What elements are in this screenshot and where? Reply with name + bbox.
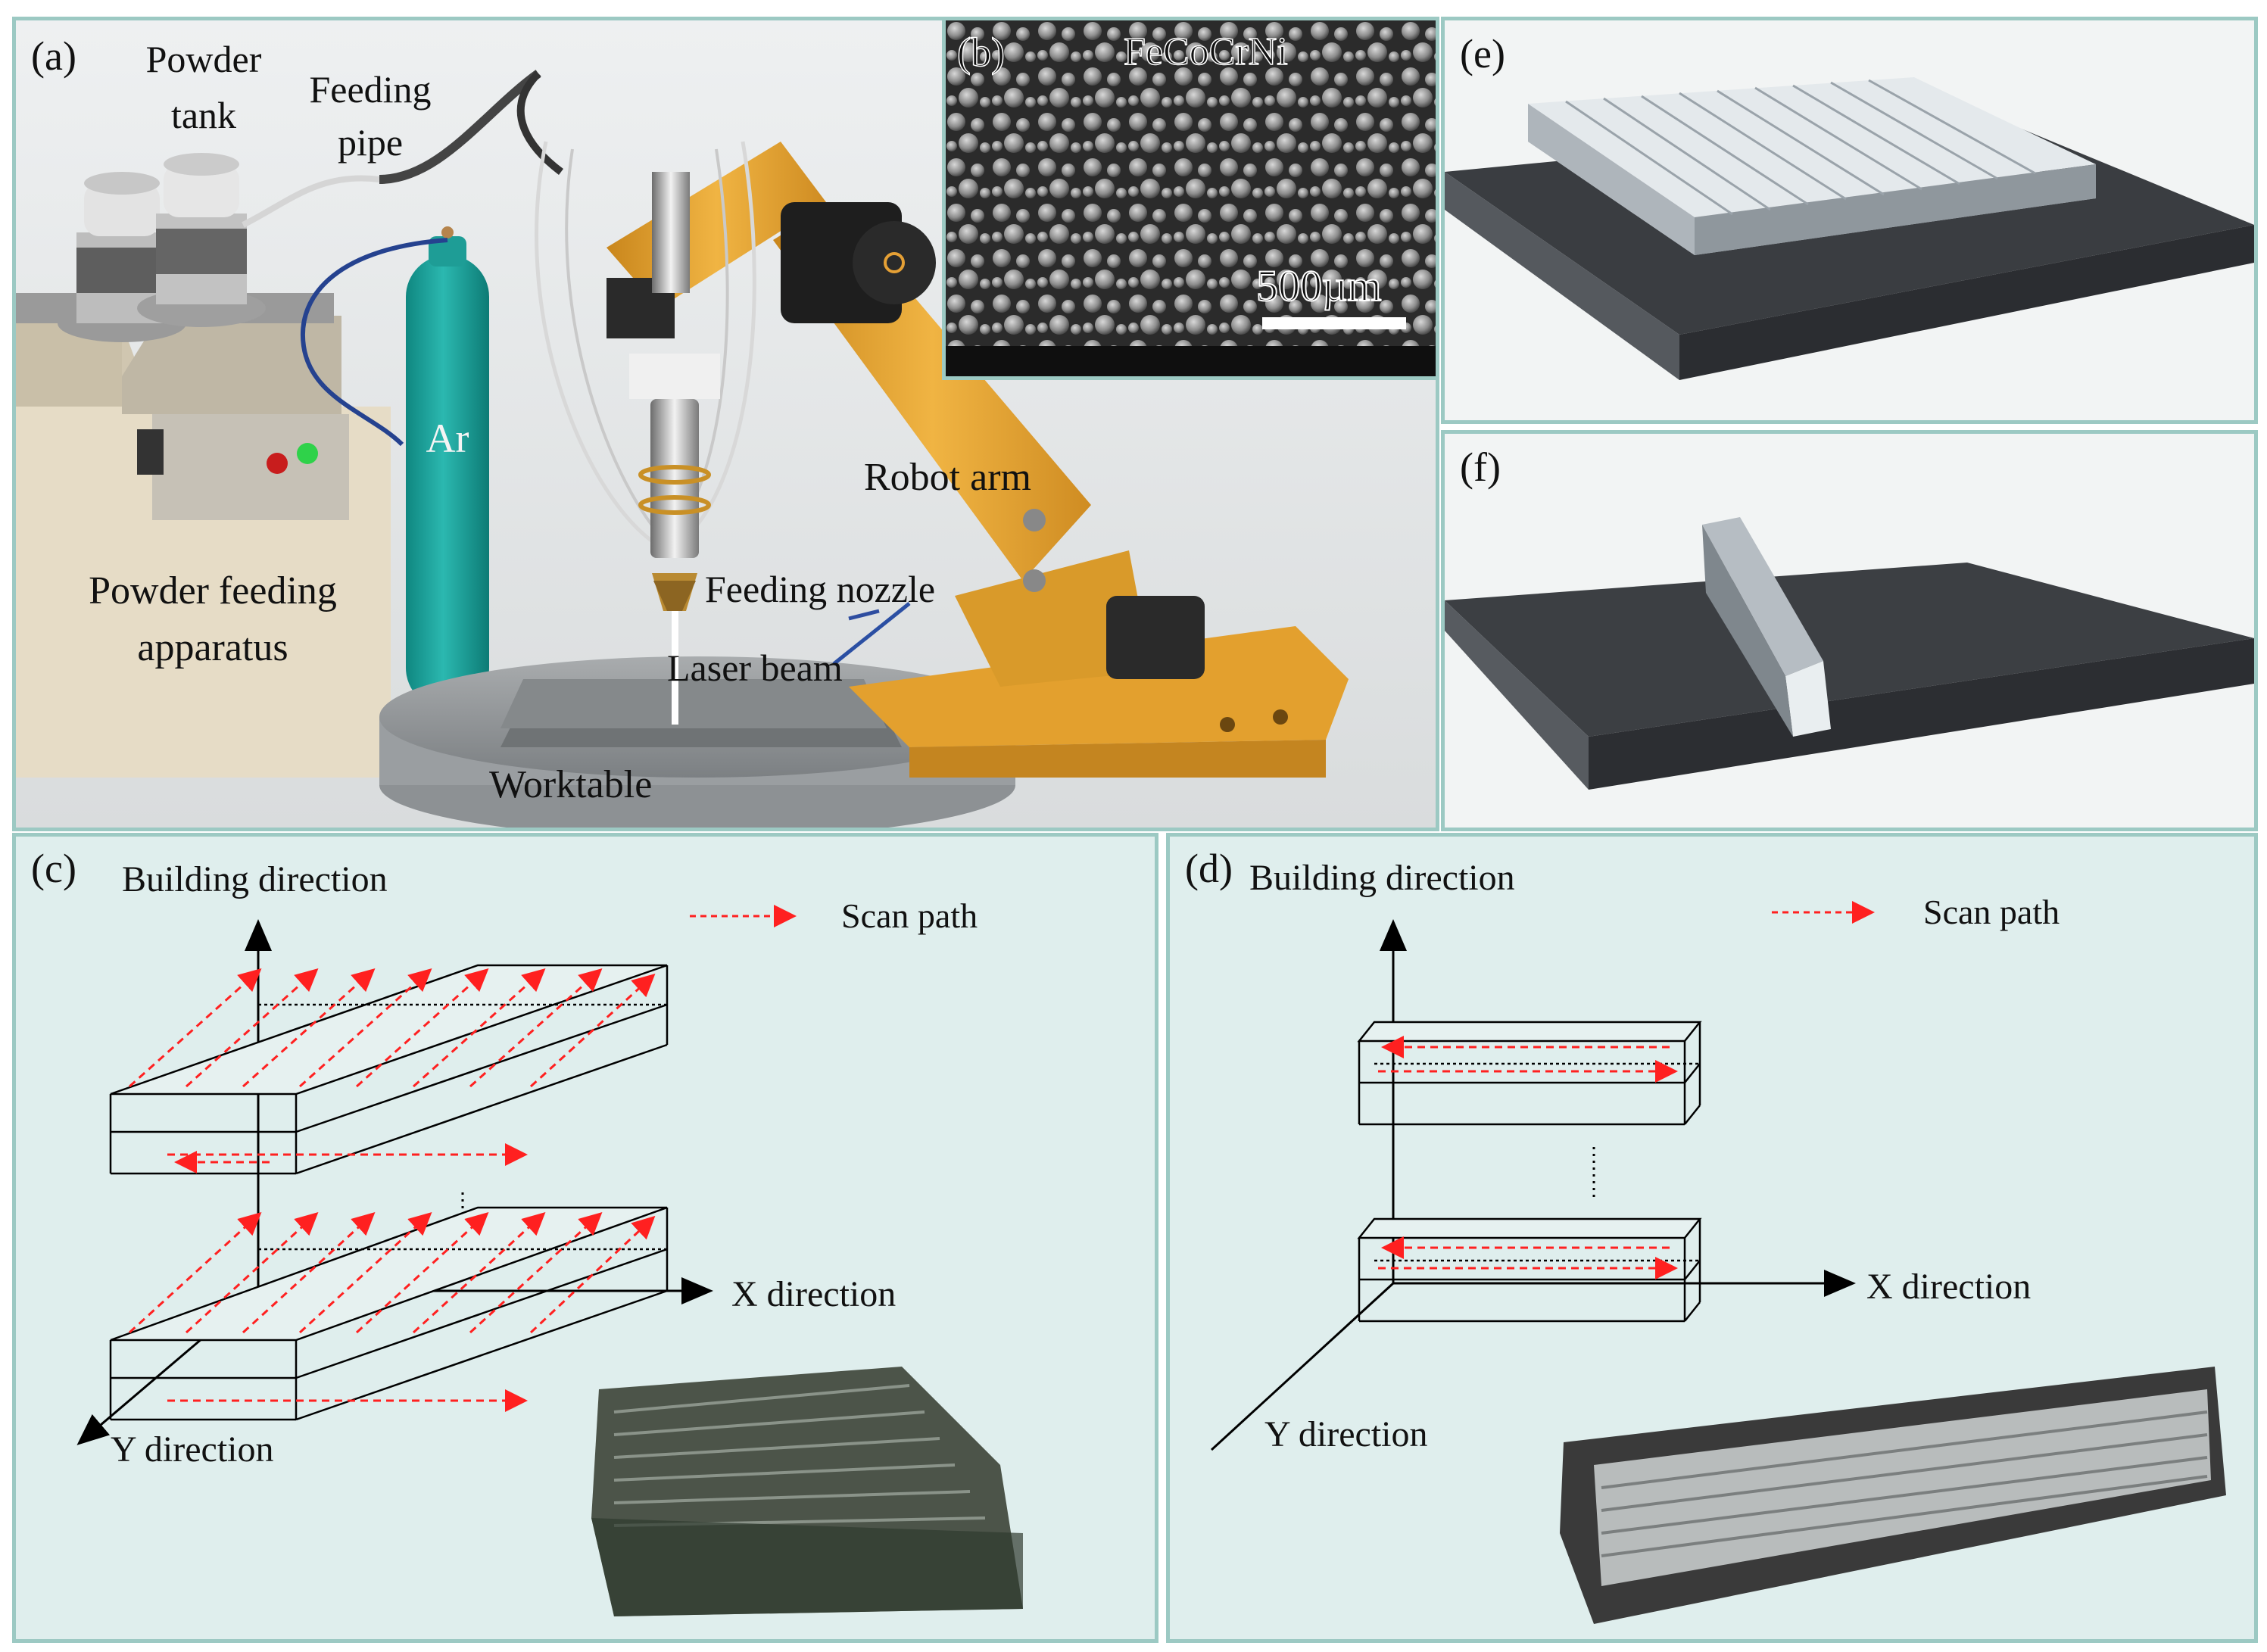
- y-axis: [1210, 1282, 1395, 1451]
- powder-feeding-label-2: apparatus: [137, 626, 288, 669]
- upper-layers: [109, 964, 669, 1175]
- panel-c: (c) Building direction Scan path X direc…: [12, 833, 1158, 1643]
- feeding-pipe-label-1: Feeding: [309, 68, 431, 111]
- argon-label: Ar: [426, 416, 469, 461]
- block-scan-diagram: (c) Building direction Scan path X direc…: [31, 846, 1023, 1616]
- panel-e: (e): [1441, 17, 2258, 424]
- upper-scan-paths: [1378, 1036, 1678, 1083]
- block-sample-photo: [591, 1367, 1023, 1616]
- panel-tag-d: (d): [1185, 846, 1233, 891]
- panel-b: (b) FeCoCrNi 500µm: [942, 20, 1436, 380]
- panel-tag-a: (a): [31, 33, 76, 79]
- upper-layers: [1357, 1021, 1702, 1126]
- upper-scan-paths: [129, 968, 656, 1174]
- y-direction-label: Y direction: [1264, 1414, 1427, 1454]
- panel-d: (d) Building direction Scan path X direc…: [1166, 833, 2258, 1643]
- building-direction-label: Building direction: [122, 859, 388, 899]
- worktable: [379, 656, 1015, 828]
- worktable-label: Worktable: [489, 763, 652, 806]
- panel-tag-c: (c): [31, 846, 76, 891]
- panel-a: (a) Powder tank Feeding pipe Ar Powder f…: [12, 17, 1439, 831]
- y-direction-label: Y direction: [111, 1429, 273, 1470]
- panel-tag-f: (f): [1460, 444, 1501, 490]
- material-label: FeCoCrNi: [1124, 30, 1288, 73]
- wall-specimen-render: (f): [1445, 444, 2254, 790]
- sem-image: (b) FeCoCrNi 500µm: [946, 20, 1436, 376]
- robot-arm: [607, 142, 1349, 778]
- powder-tank-right: [137, 153, 266, 327]
- powder-feeding-apparatus: [16, 293, 391, 778]
- laser-beam-label: Laser beam: [667, 647, 843, 689]
- lower-layers: [1357, 1217, 1702, 1323]
- wall-sample-photo: [1560, 1367, 2226, 1624]
- lower-scan-paths: [1378, 1236, 1678, 1280]
- argon-cylinder: [300, 226, 489, 709]
- panel-tag-e: (e): [1460, 31, 1505, 76]
- scale-bar-label: 500µm: [1256, 261, 1382, 310]
- building-direction-label: Building direction: [1249, 858, 1515, 898]
- feeding-nozzle-label: Feeding nozzle: [705, 568, 935, 610]
- scan-path-label: Scan path: [841, 896, 978, 935]
- scan-path-label: Scan path: [1923, 893, 2060, 931]
- powder-tank-label-1: Powder: [146, 38, 262, 80]
- powder-tank-label-2: tank: [171, 94, 236, 136]
- wall-scan-diagram: (d) Building direction Scan path X direc…: [1185, 846, 2226, 1624]
- block-specimen-render: (e): [1445, 31, 2254, 380]
- x-direction-label: X direction: [731, 1274, 896, 1314]
- panel-tag-b: (b): [957, 30, 1005, 75]
- x-direction-label: X direction: [1866, 1267, 2031, 1307]
- powder-feeding-label-1: Powder feeding: [89, 569, 337, 612]
- feeding-pipe-label-2: pipe: [338, 121, 403, 164]
- robot-arm-label: Robot arm: [864, 456, 1031, 499]
- lower-layers: [109, 1206, 669, 1421]
- cladding-head: [516, 70, 756, 611]
- panel-f: (f): [1441, 430, 2258, 831]
- lower-scan-paths: [128, 1211, 656, 1412]
- laser-beam: [672, 611, 678, 725]
